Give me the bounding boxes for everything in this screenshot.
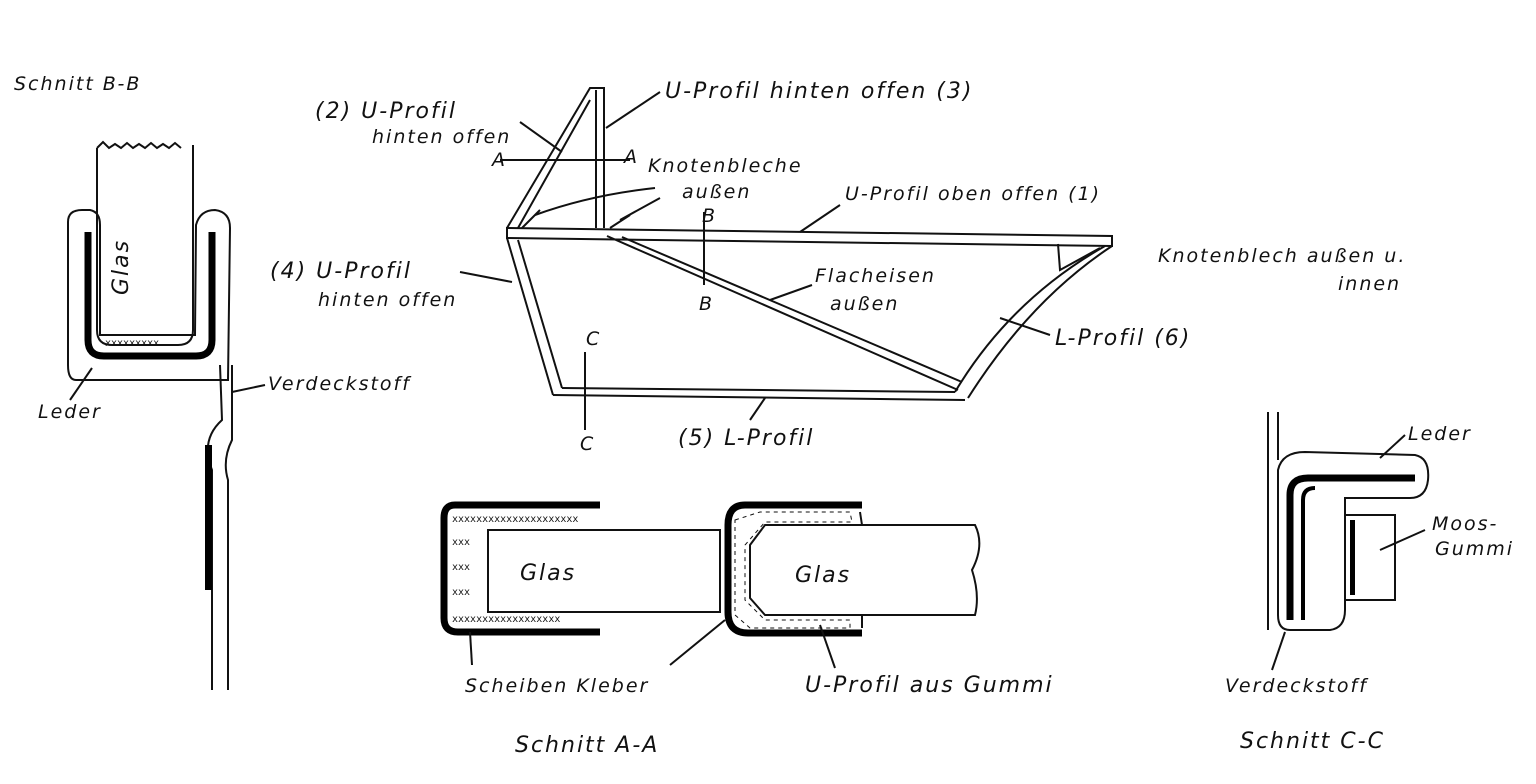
adhesive-hatch-left2: xxx — [452, 562, 470, 573]
glass-right-label: Glas — [795, 563, 851, 588]
moss-rubber-leader — [1379, 529, 1426, 551]
u-profile-2-leader — [519, 121, 563, 153]
gusset-right-label: Knotenblech außen u. — [1158, 245, 1406, 267]
section-cc: Leder Moos- Gummi Verdeckstoff Schnitt C… — [1225, 412, 1514, 754]
adhesive-leader-2 — [669, 619, 726, 666]
glass-left-label: Glas — [520, 561, 576, 586]
u-profile-2-label: (2) U-Profil — [315, 99, 457, 124]
top-u-profile — [506, 226, 1113, 248]
adhesive-hatch-top: xxxxxxxxxxxxxxxxxxxxx — [452, 514, 578, 525]
moss-rubber — [1345, 514, 1396, 601]
gussets-sub: außen — [682, 181, 751, 203]
moss-rubber-edge — [1350, 520, 1355, 595]
section-bb-title: Schnitt B-B — [14, 73, 141, 95]
u-profile-bb — [84, 232, 216, 360]
moss-rubber-sub: Gummi — [1435, 538, 1514, 560]
cut-c-bottom: C — [580, 433, 595, 455]
l-profile-5-leader — [749, 397, 766, 421]
section-cc-title: Schnitt C-C — [1240, 729, 1385, 754]
u-profile-4-sub: hinten offen — [318, 289, 457, 311]
adhesive-hatch: xxxxxxxxx — [105, 338, 159, 349]
glass-left — [487, 529, 721, 613]
flat-bar — [606, 235, 963, 391]
left-u-profile — [506, 237, 563, 396]
cut-a-right: A — [622, 146, 639, 168]
fabric-insert — [205, 445, 212, 590]
frame-side-view: (2) U-Profil hinten offen U-Profil hinte… — [270, 79, 1406, 455]
gussets — [521, 209, 631, 229]
leather-label: Leder — [38, 401, 102, 423]
u-profile-4-leader — [459, 271, 513, 283]
leather-wrap — [67, 208, 232, 381]
rear-triangle — [506, 87, 605, 229]
gusset-right-sub: innen — [1338, 273, 1401, 295]
adhesive-leader — [469, 631, 473, 666]
u-profile-1-label: U-Profil oben offen (1) — [845, 183, 1101, 205]
glass-right — [765, 524, 981, 616]
cut-b-top: B — [702, 205, 717, 227]
l-profile-6-leader — [999, 317, 1051, 336]
top-fabric-label: Verdeckstoff — [268, 373, 412, 395]
leather-cc-leader — [1379, 434, 1406, 459]
leather-leader — [69, 367, 93, 401]
u-profile-1-leader — [799, 204, 841, 233]
cut-b-bottom: B — [699, 293, 714, 315]
section-bb: Schnitt B-B Glas xxxxxxxxx Leder Verdeck… — [14, 73, 412, 690]
fabric-leader — [231, 384, 266, 393]
u-profile-3-label: U-Profil hinten offen (3) — [665, 79, 973, 104]
fabric-cc-leader — [1271, 631, 1286, 671]
glass-pane — [96, 140, 194, 346]
gussets-leaders — [534, 187, 661, 221]
rubber-leader — [819, 624, 836, 669]
curved-l-profile — [954, 245, 1113, 399]
section-aa: xxxxxxxxxxxxxxxxxxxxx xxx xxx xxx xxxxxx… — [440, 501, 1054, 758]
cut-c-top: C — [586, 328, 601, 350]
u-profile-4-label: (4) U-Profil — [270, 259, 412, 284]
rubber-hatching — [734, 511, 853, 629]
gussets-label: Knotenbleche — [648, 155, 803, 177]
moss-rubber-label: Moos- — [1432, 513, 1498, 535]
adhesive-hatch-bottom: xxxxxxxxxxxxxxxxxx — [452, 614, 560, 625]
flat-bar-sub: außen — [830, 293, 899, 315]
adhesive-outer-profile — [440, 501, 600, 636]
flat-bar-leader — [769, 284, 813, 301]
l-profile-cc — [1286, 474, 1415, 620]
leather-cc-label: Leder — [1408, 423, 1472, 445]
u-profile-2-sub: hinten offen — [372, 126, 511, 148]
cut-a-left: A — [490, 149, 507, 171]
adhesive-hatch-left3: xxx — [452, 587, 470, 598]
bottom-l-profile — [552, 387, 966, 401]
rubber-u-profile — [724, 501, 862, 637]
l-profile-5-label: (5) L-Profil — [678, 426, 814, 451]
top-fabric-cc-label: Verdeckstoff — [1225, 675, 1369, 697]
fabric-vertical — [1267, 412, 1279, 630]
l-profile-cc-inner — [1301, 486, 1316, 620]
right-gusset — [1057, 243, 1101, 272]
l-profile-6-label: L-Profil (6) — [1055, 326, 1191, 351]
flat-bar-label: Flacheisen — [815, 265, 936, 287]
rubber-profile-label: U-Profil aus Gummi — [805, 673, 1054, 698]
section-aa-title: Schnitt A-A — [515, 733, 659, 758]
leather-wrap-cc — [1277, 450, 1430, 631]
glass-label: Glas — [109, 239, 134, 295]
adhesive-hatch-left: xxx — [452, 537, 470, 548]
u-profile-3-leader — [605, 91, 661, 129]
adhesive-label: Scheiben Kleber — [465, 675, 649, 697]
